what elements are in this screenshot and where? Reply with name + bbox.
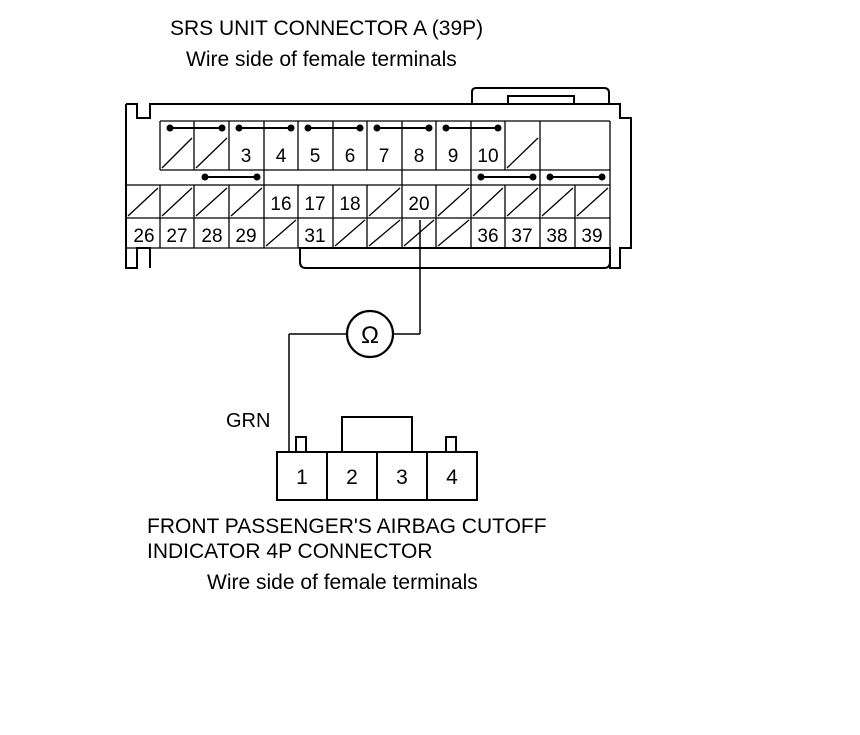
pin-label-3: 3 (396, 466, 408, 489)
pin-label: 7 (379, 146, 390, 167)
pin-label: 3 (241, 146, 252, 167)
pin-label: 17 (304, 194, 325, 215)
connector-b-subtitle: Wire side of female terminals (207, 571, 478, 594)
pin-label: 37 (511, 226, 532, 247)
connector-a-row-1: 3 4 5 6 7 8 9 10 (241, 146, 499, 167)
connector-a-row-2: 16 17 18 20 (270, 194, 429, 215)
connector-b-title-line-2: INDICATOR 4P CONNECTOR (147, 540, 433, 563)
pin-label: 6 (345, 146, 356, 167)
pin-label: 5 (310, 146, 321, 167)
empty-cell-marks (127, 137, 609, 247)
pin-label-20: 20 (408, 194, 429, 215)
pin-label: 26 (133, 226, 154, 247)
pin-label: 8 (414, 146, 425, 167)
connector-a-subtitle: Wire side of female terminals (186, 48, 457, 71)
pin-label: 16 (270, 194, 291, 215)
pin-label: 29 (235, 226, 256, 247)
connector-b-pins: 1 2 3 4 (296, 466, 458, 489)
pin-label: 4 (276, 146, 287, 167)
pin-label: 28 (201, 226, 222, 247)
pin-label: 31 (304, 226, 325, 247)
pin-label-4: 4 (446, 466, 458, 489)
ohm-symbol: Ω (361, 322, 379, 349)
pin-label: 9 (448, 146, 459, 167)
pin-label: 39 (581, 226, 602, 247)
pin-label: 27 (166, 226, 187, 247)
pin-label-2: 2 (346, 466, 358, 489)
pin-label: 18 (339, 194, 360, 215)
pin-label-1: 1 (296, 466, 308, 489)
connector-a-row-3: 26 27 28 29 31 36 37 38 39 (133, 226, 602, 247)
connector-b-body (276, 416, 478, 501)
ohmmeter-leads (288, 220, 421, 452)
connector-b-title-line-1: FRONT PASSENGER'S AIRBAG CUTOFF (147, 515, 547, 538)
shorting-bars (166, 124, 606, 181)
pin-label: 38 (546, 226, 567, 247)
wire-color-label: GRN (226, 410, 270, 432)
pin-label: 10 (477, 146, 498, 167)
ohmmeter-icon (345, 309, 395, 359)
ohmmeter: Ω (345, 309, 395, 359)
pin-label: 36 (477, 226, 498, 247)
connector-a-grid (126, 120, 611, 249)
connector-a-title: SRS UNIT CONNECTOR A (39P) (170, 17, 483, 40)
